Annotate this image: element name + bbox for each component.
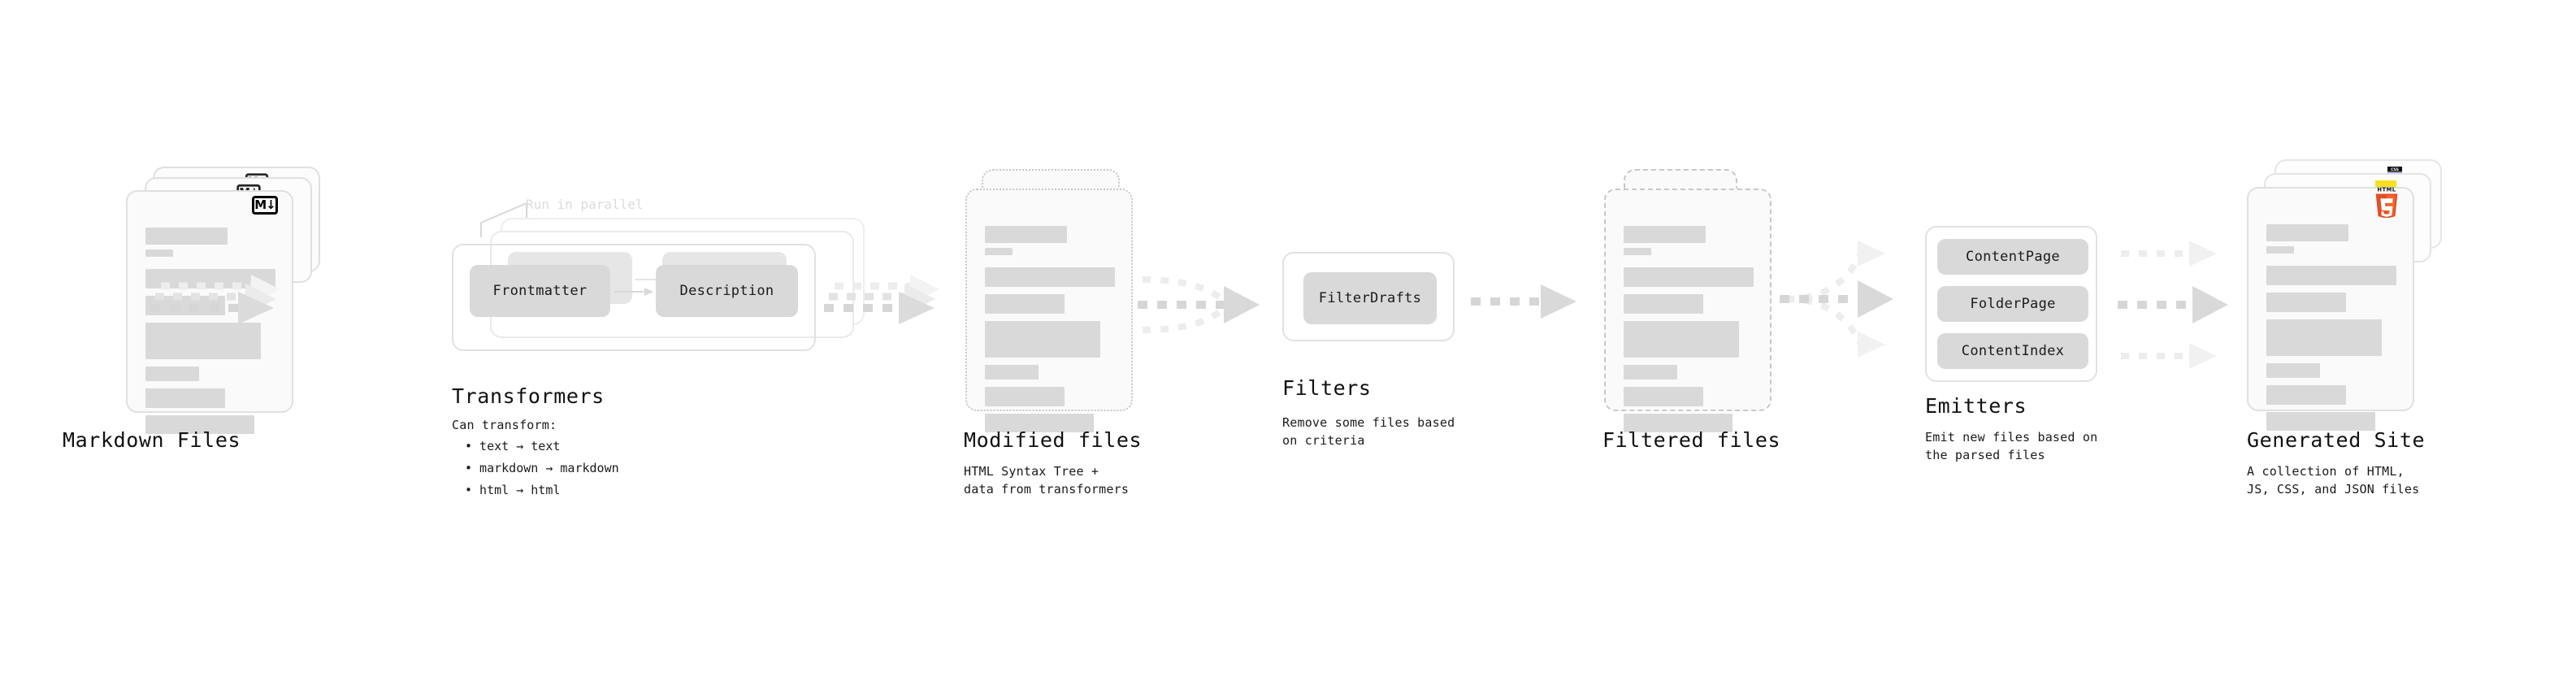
connector-filtered-to-emitters	[1780, 241, 1893, 358]
stage-caption-generated-site: Generated Site	[2247, 428, 2426, 452]
connector-emitters-to-site	[2118, 241, 2228, 369]
filter-chip-filterdrafts[interactable]: FilterDrafts	[1303, 272, 1437, 324]
skeleton-line	[985, 267, 1115, 287]
generated-skeleton	[2266, 224, 2396, 438]
skeleton-line	[985, 387, 1065, 406]
stage-subcaption-modified-files: HTML Syntax Tree + data from transformer…	[964, 464, 1130, 497]
skeleton-line	[145, 323, 262, 359]
transformers-bullet-1: • markdown → markdown	[465, 461, 619, 475]
markdown-icon-front: M↓	[252, 196, 278, 215]
skeleton-line	[1624, 294, 1703, 314]
svg-text:CSS: CSS	[2391, 167, 2399, 172]
transformers-bullet-0: • text → text	[465, 439, 561, 453]
skeleton-title	[985, 226, 1067, 243]
skeleton-subtitle	[145, 249, 173, 257]
skeleton-subtitle	[2266, 246, 2294, 254]
skeleton-line	[1624, 387, 1703, 406]
connector-filters-to-filtered	[1471, 284, 1576, 319]
stage-subcaption-generated-site: A collection of HTML, JS, CSS, and JSON …	[2247, 464, 2420, 497]
skeleton-title	[1624, 226, 1706, 243]
connector-modified-to-filters	[1138, 276, 1260, 333]
skeleton-title	[145, 228, 228, 245]
skeleton-line	[985, 414, 1095, 432]
stage-caption-filters: Filters	[1282, 376, 1372, 400]
filtered-card-front	[1604, 189, 1772, 432]
stage-subcaption-emitters: Emit new files based on the parsed files	[1925, 430, 2098, 462]
stage-caption-markdown-files: Markdown Files	[63, 428, 241, 452]
skeleton-line	[2266, 412, 2376, 431]
connector-transformers-to-modified	[824, 275, 939, 324]
skeleton-line	[2266, 266, 2396, 285]
skeleton-subtitle	[1624, 248, 1651, 255]
emitter-chip-contentindex[interactable]: ContentIndex	[1937, 333, 2088, 369]
transformer-chip-frontmatter[interactable]: Frontmatter	[470, 265, 610, 317]
skeleton-line	[2266, 293, 2346, 312]
html5-icon: HTML	[2375, 187, 2398, 218]
markdown-skeleton	[145, 228, 275, 441]
modified-card-front	[965, 189, 1133, 432]
emitters-box: ContentPage FolderPage ContentIndex	[1925, 226, 2097, 382]
emitter-chip-contentpage[interactable]: ContentPage	[1937, 239, 2088, 275]
skeleton-line	[145, 388, 225, 408]
filtered-skeleton	[1624, 226, 1754, 440]
stage-caption-emitters: Emitters	[1925, 394, 2027, 418]
filters-box: FilterDrafts	[1282, 252, 1455, 341]
stage-subcaption-filters: Remove some files based on criteria	[1282, 415, 1455, 448]
skeleton-line	[985, 294, 1065, 314]
emitter-chip-folderpage[interactable]: FolderPage	[1937, 286, 2088, 322]
stage-caption-modified-files: Modified files	[964, 428, 1143, 452]
skeleton-line	[145, 415, 255, 434]
skeleton-line	[985, 321, 1101, 358]
svg-text:HTML: HTML	[2377, 187, 2396, 193]
skeleton-subtitle	[985, 248, 1013, 255]
transformers-bullets-intro: Can transform:	[452, 418, 557, 432]
stage-caption-transformers: Transformers	[452, 384, 605, 408]
skeleton-line	[1624, 267, 1754, 287]
skeleton-title	[2266, 224, 2348, 241]
transformer-chip-description[interactable]: Description	[656, 265, 798, 317]
skeleton-line	[145, 367, 199, 381]
connector-md-to-transformers	[150, 275, 280, 324]
skeleton-line	[2266, 385, 2346, 405]
skeleton-line	[1624, 365, 1677, 380]
run-in-parallel-note: Run in parallel	[526, 197, 644, 212]
transformers-bullet-2: • html → html	[465, 483, 561, 497]
modified-skeleton	[985, 226, 1115, 440]
skeleton-line	[985, 365, 1039, 380]
transformer-inner-arrow-front	[614, 288, 653, 296]
skeleton-line	[2266, 363, 2320, 378]
skeleton-line	[2266, 319, 2383, 356]
generated-card-front	[2247, 187, 2414, 431]
transformers-box-front: Frontmatter Description	[452, 244, 816, 351]
skeleton-line	[1624, 321, 1740, 358]
stage-caption-filtered-files: Filtered files	[1602, 428, 1781, 452]
skeleton-line	[1624, 414, 1733, 432]
